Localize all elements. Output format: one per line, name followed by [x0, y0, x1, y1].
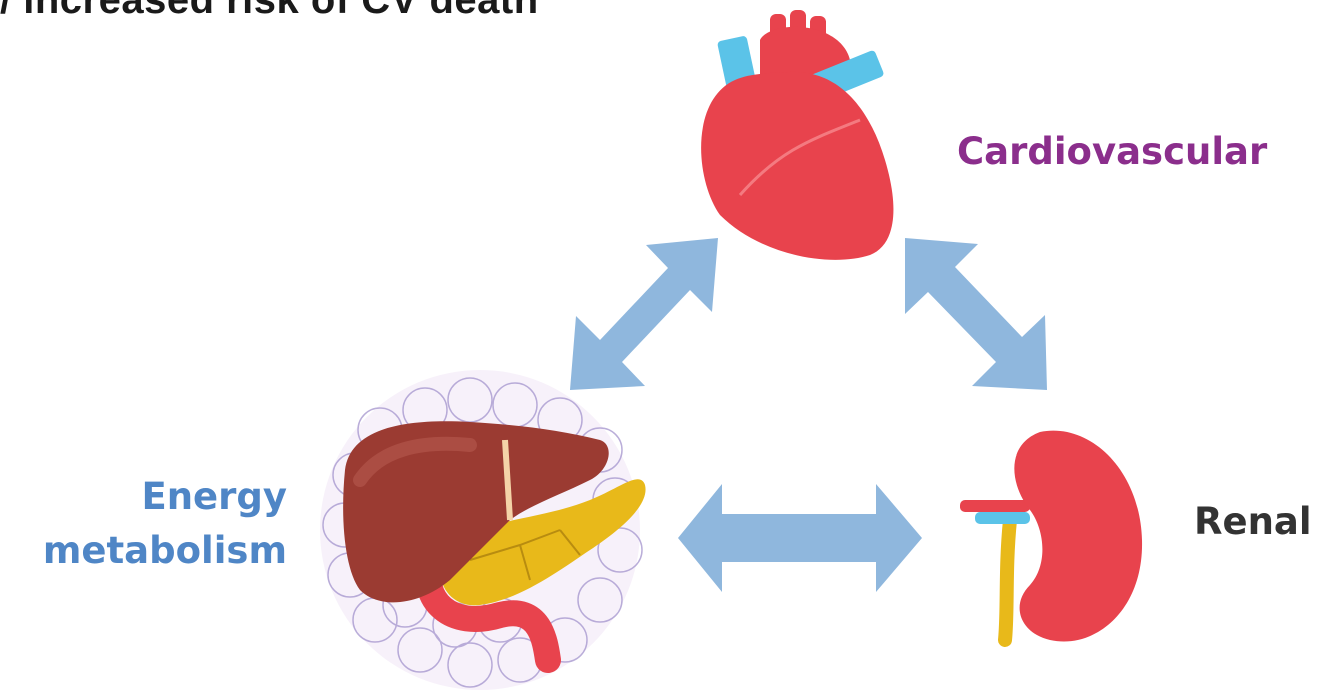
heart-icon [701, 10, 893, 260]
energy-label-line2: metabolism [43, 524, 287, 578]
kidney-icon [960, 431, 1142, 642]
energy-metabolism-label: Energy metabolism [43, 470, 287, 578]
arrow-cardio-renal [905, 238, 1047, 390]
arrow-energy-cardio [570, 238, 718, 390]
renal-label: Renal [1194, 500, 1312, 543]
energy-label-line1: Energy [43, 470, 287, 524]
cardiovascular-label: Cardiovascular [957, 130, 1267, 173]
arrow-energy-renal [678, 484, 922, 592]
